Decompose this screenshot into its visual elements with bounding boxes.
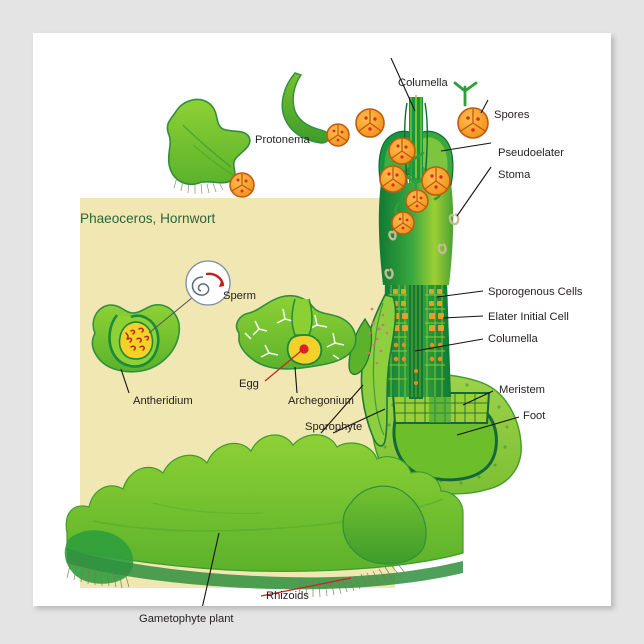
- label-sporogenous-cells: Sporogenous Cells: [488, 286, 583, 298]
- label-sporophyte: Sporophyte: [305, 421, 363, 433]
- young-sporophyte-spores: [367, 307, 389, 365]
- sperm-cells-in-antheridium: [125, 327, 150, 351]
- leader-columella-mid: [414, 338, 484, 352]
- hornwort-life-cycle-diagram: [33, 33, 611, 606]
- label-sperm: Sperm: [223, 290, 256, 302]
- sperm-inset: [148, 260, 231, 334]
- gametophyte-thallus: [64, 434, 464, 590]
- protonema-germling: [166, 98, 255, 198]
- archegonium: [235, 294, 357, 370]
- sporogenous-cells-group: [393, 289, 444, 331]
- sporophyte-stalk: [383, 281, 451, 399]
- leader-sporophyte-a: [320, 384, 364, 434]
- leader-sporophyte-b: [332, 408, 386, 434]
- leader-foot: [456, 416, 520, 436]
- spore-tetrads: [355, 107, 489, 235]
- poster-canvas: Phaeoceros, Hornwort Protonema Columella…: [33, 33, 611, 625]
- leader-archegonium: [294, 366, 298, 394]
- label-columella-top: Columella: [398, 77, 448, 89]
- label-archegonium: Archegonium: [288, 395, 354, 407]
- stomata-lower: [384, 229, 447, 280]
- stomata-upper: [448, 212, 460, 226]
- protonema-filament: [281, 72, 350, 147]
- label-stoma: Stoma: [498, 169, 531, 181]
- rhizoids: [66, 560, 406, 598]
- leader-meristem: [462, 390, 494, 406]
- leader-elater: [442, 315, 484, 319]
- label-rhizoids: Rhizoids: [266, 590, 309, 602]
- leader-pseudoelater: [440, 142, 492, 152]
- label-columella-mid: Columella: [488, 333, 538, 345]
- pseudoelater-free: [453, 81, 478, 107]
- stalk-cells-right: [425, 285, 445, 397]
- label-foot: Foot: [523, 410, 546, 422]
- leader-stoma: [456, 166, 492, 217]
- rhizoid-hairs-germling: [173, 176, 224, 195]
- label-egg: Egg: [239, 378, 259, 390]
- leader-sporogenous: [436, 290, 484, 298]
- egg-cell: [299, 344, 309, 354]
- leader-lines-red: [260, 350, 352, 597]
- young-sporophyte: [348, 294, 397, 447]
- antheridium: [91, 303, 181, 373]
- sporophyte-capsule-body: [378, 183, 454, 285]
- label-antheridium: Antheridium: [133, 395, 193, 407]
- leader-columella-top: [390, 57, 416, 112]
- page-title: Phaeoceros, Hornwort: [80, 211, 216, 226]
- leader-rhizoids: [260, 577, 352, 597]
- leader-gametophyte: [202, 532, 220, 606]
- leader-spores: [480, 99, 489, 114]
- label-spores: Spores: [494, 109, 530, 121]
- sporophyte-capsule-open: [355, 81, 489, 235]
- spore-filament: [326, 123, 350, 147]
- stalk-spore-dots: [393, 342, 443, 385]
- leader-antheridium: [120, 368, 130, 394]
- spore-germling: [229, 172, 255, 198]
- label-elater-initial-cell: Elater Initial Cell: [488, 311, 569, 323]
- leader-egg: [264, 350, 302, 382]
- leader-lines: [120, 57, 520, 606]
- label-protonema: Protonema: [255, 134, 310, 146]
- label-meristem: Meristem: [499, 384, 545, 396]
- label-gametophyte-plant: Gametophyte plant: [139, 613, 234, 625]
- sporophyte-meristem: [391, 392, 491, 424]
- label-pseudoelater: Pseudoelater: [498, 147, 564, 159]
